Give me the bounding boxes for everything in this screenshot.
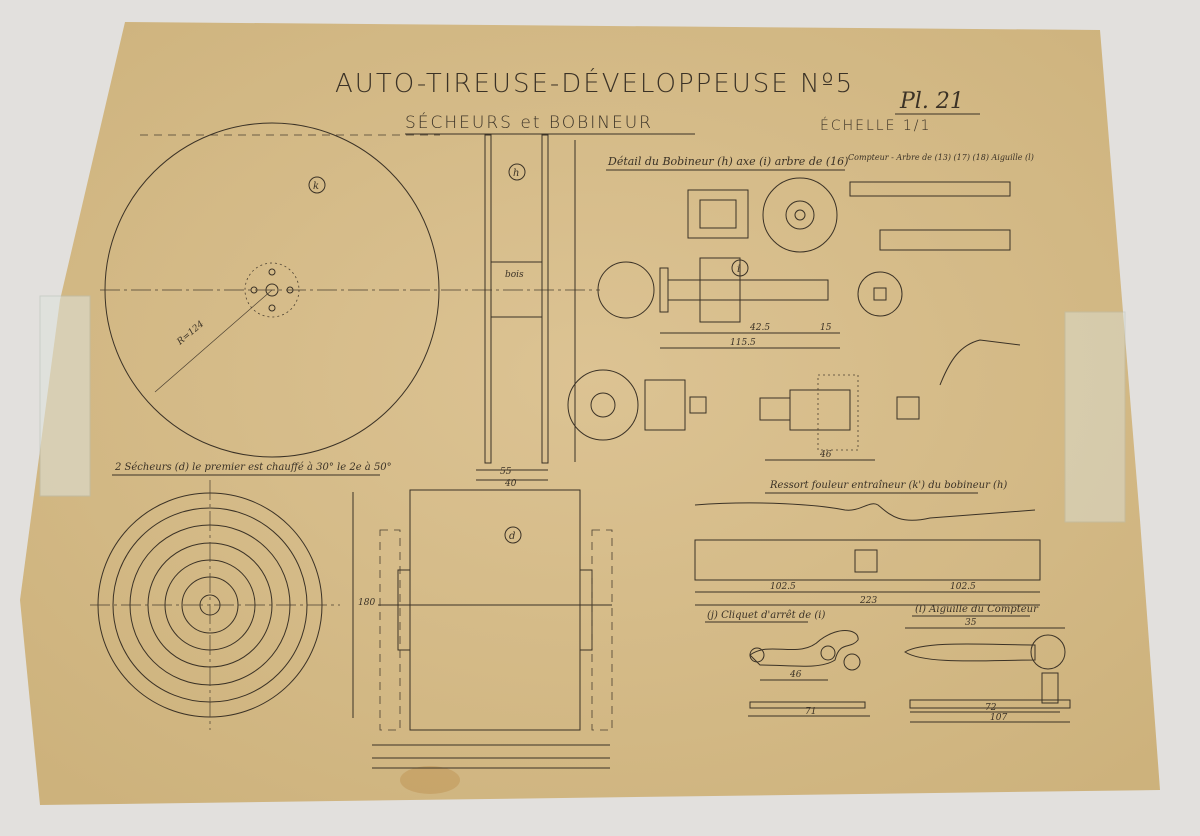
svg-text:180: 180	[358, 598, 375, 608]
needle-drawing: 35 72 107	[904, 618, 1071, 723]
svg-text:71: 71	[805, 707, 816, 717]
svg-text:115.5: 115.5	[730, 338, 756, 348]
svg-text:bois: bois	[505, 270, 524, 280]
svg-text:46: 46	[789, 670, 802, 680]
svg-text:40: 40	[504, 479, 517, 489]
svg-text:35: 35	[965, 618, 977, 628]
svg-text:72: 72	[985, 703, 997, 713]
svg-text:102.5: 102.5	[770, 582, 796, 592]
dryers-heading: 2 Sécheurs (d) le premier est chauffé à …	[114, 462, 392, 473]
svg-text:107: 107	[990, 713, 1007, 723]
svg-text:55: 55	[500, 467, 512, 477]
svg-text:223: 223	[859, 596, 877, 606]
glass-weight-right	[1064, 311, 1126, 523]
dryer-front-view: 180	[90, 480, 375, 730]
spring-drawing: 102.5 102.5 223	[694, 502, 1041, 606]
bobineur-parts: i 42.5 15 115.5 46	[567, 177, 1021, 461]
pawl-heading: (j) Cliquet d'arrêt de (i)	[707, 610, 825, 621]
paper-sheet	[20, 22, 1160, 805]
dryer-side-view: d	[372, 489, 613, 769]
stain	[400, 766, 460, 794]
spring-heading: Ressort fouleur entraîneur (k') du bobin…	[769, 480, 1007, 491]
compteur-heading: Compteur - Arbre de (13) (17) (18) Aigui…	[848, 153, 1034, 162]
svg-text:d: d	[509, 531, 515, 542]
glass-weight-left	[39, 295, 91, 497]
svg-text:46: 46	[819, 450, 832, 460]
plate-number: Pl. 21	[899, 89, 964, 114]
svg-text:102.5: 102.5	[950, 582, 976, 592]
spool-h-side: h bois 55 40	[476, 134, 576, 489]
needle-heading: (l) Aiguille du Compteur	[915, 604, 1039, 615]
scale-label: ÉCHELLE 1/1	[820, 117, 931, 134]
drawing-subtitle: SÉCHEURS et BOBINEUR	[405, 111, 653, 133]
svg-text:h: h	[513, 168, 519, 179]
bobineur-detail-heading: Détail du Bobineur (h) axe (i) arbre de …	[607, 155, 848, 168]
svg-text:42.5: 42.5	[749, 323, 770, 333]
pawl-drawing: 46 71	[748, 630, 870, 717]
svg-text:i: i	[737, 264, 740, 275]
drawing-title: AUTO-TIREUSE-DÉVELOPPEUSE Nº5	[335, 67, 854, 99]
svg-text:15: 15	[820, 323, 832, 333]
svg-text:k: k	[313, 181, 319, 192]
